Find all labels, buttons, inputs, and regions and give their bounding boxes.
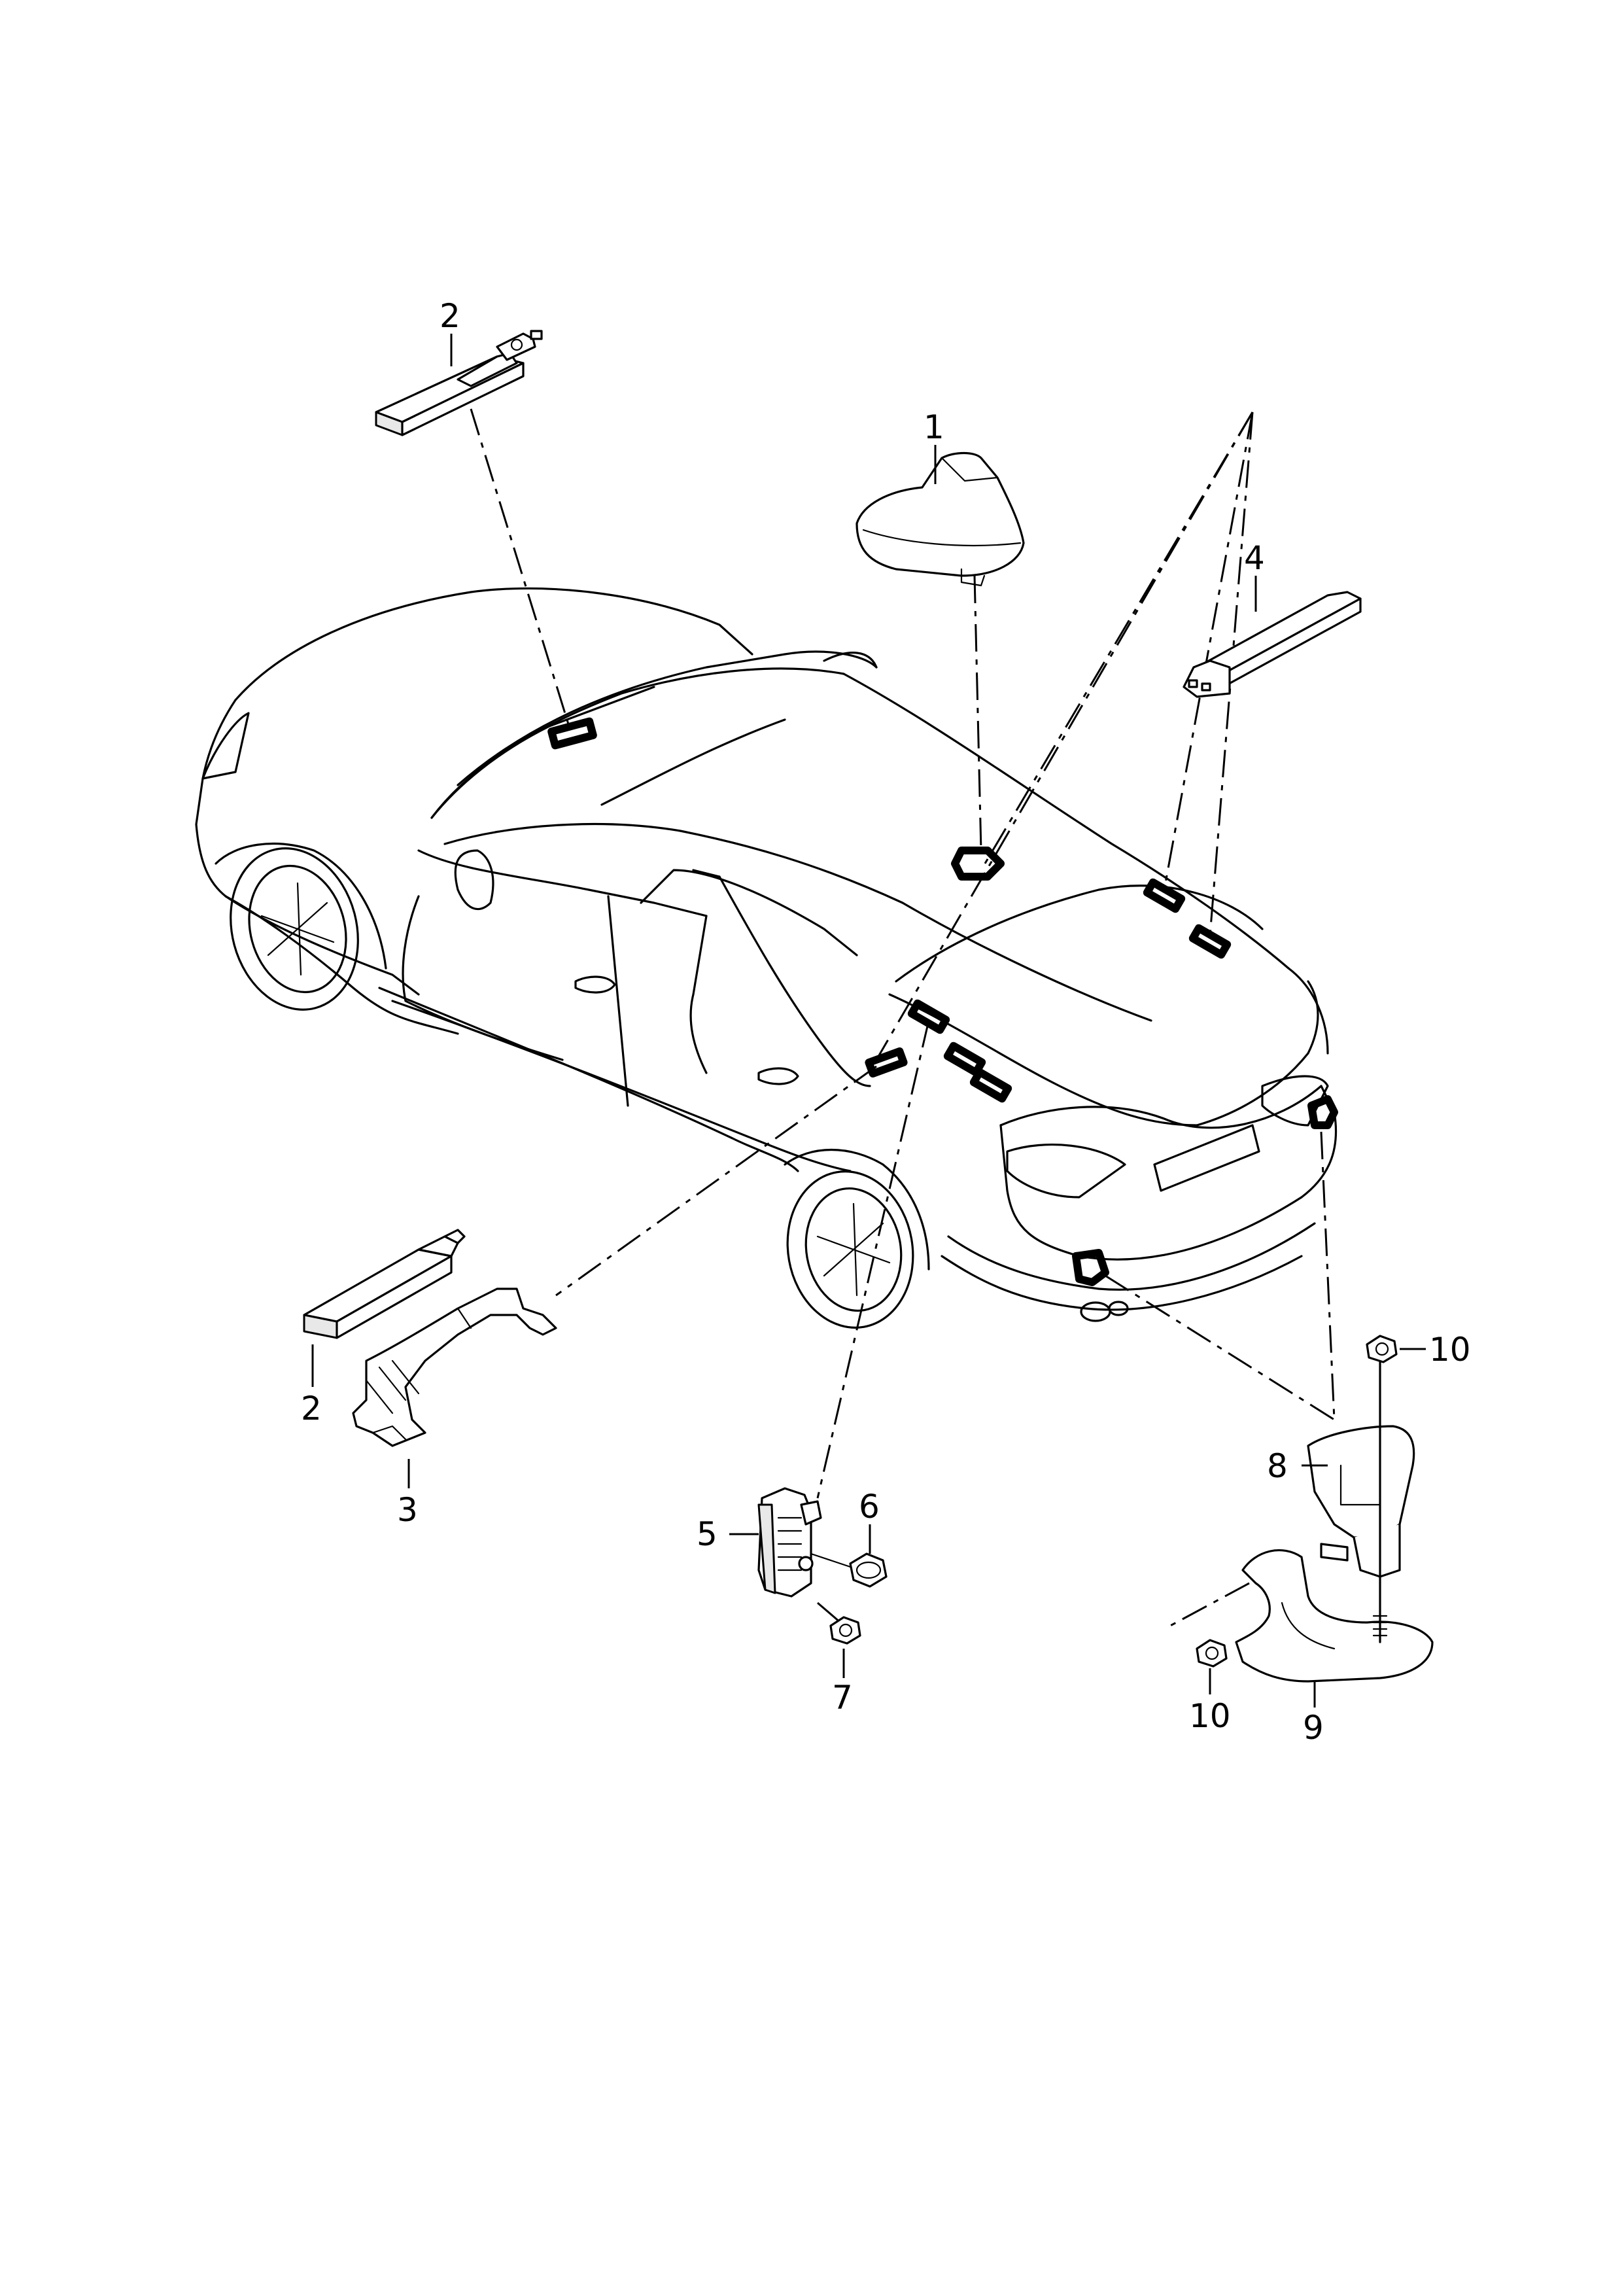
hex-nut-icon	[829, 1616, 861, 1645]
callout-8: 8	[1267, 1447, 1288, 1485]
callout-labels: 1 2 4 2 3 5 6 7 8 9 10 10	[301, 297, 1471, 1747]
antenna-amplifier-icon	[303, 1229, 466, 1339]
rear-sensor-icon	[1307, 1425, 1415, 1578]
bracket-icon	[1235, 1346, 1434, 1683]
roof-fin-antenna-icon	[855, 451, 1025, 587]
callout-2-bottom: 2	[301, 1390, 322, 1428]
callout-6: 6	[859, 1488, 880, 1526]
car-rear-three-quarter-icon	[195, 587, 1338, 1329]
antenna-amplifier-icon	[375, 330, 543, 436]
callout-3: 3	[397, 1491, 418, 1529]
hex-nut-icon	[1196, 1639, 1228, 1668]
callout-4: 4	[1244, 539, 1265, 577]
antenna-amplifier-icon	[1183, 591, 1362, 698]
callout-leaders	[311, 334, 1426, 1708]
bracket-icon	[352, 1288, 557, 1447]
hex-nut-icon	[1366, 1335, 1398, 1363]
callout-7: 7	[832, 1679, 853, 1717]
mounting-leader-lines	[470, 408, 1336, 1630]
hex-nut-icon	[810, 1552, 888, 1588]
callout-10-bottom: 10	[1189, 1697, 1231, 1735]
callout-2-top: 2	[440, 297, 460, 335]
callout-9: 9	[1303, 1709, 1324, 1747]
callout-5: 5	[697, 1515, 717, 1553]
callout-10-top: 10	[1429, 1331, 1471, 1369]
callout-1: 1	[924, 408, 944, 446]
control-module-icon	[757, 1487, 822, 1598]
